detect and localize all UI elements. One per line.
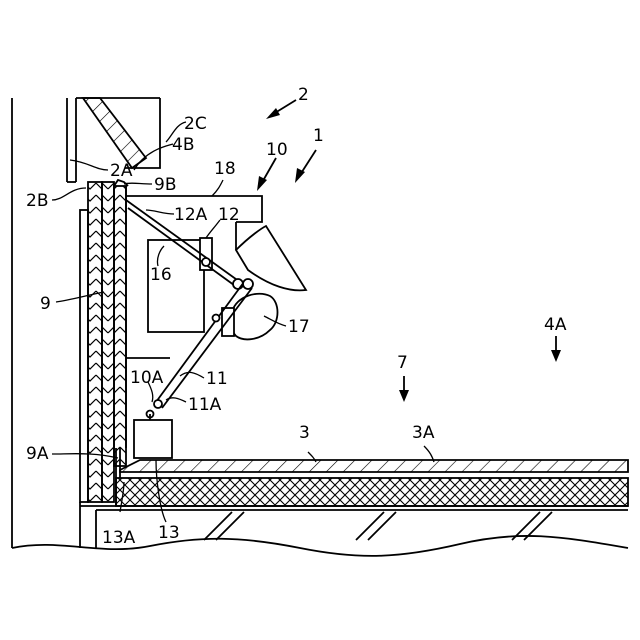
label-13: 13 <box>158 523 180 543</box>
label-4B: 4B <box>172 135 194 155</box>
label-2B: 2B <box>26 191 48 211</box>
label-12: 12 <box>218 205 240 225</box>
label-13A: 13A <box>102 528 136 548</box>
label-3: 3 <box>299 423 310 443</box>
label-9B: 9B <box>154 175 176 195</box>
label-18: 18 <box>214 159 236 179</box>
label-10A: 10A <box>130 368 164 388</box>
label-4A: 4A <box>544 315 567 335</box>
label-10: 10 <box>266 140 288 160</box>
label-1: 1 <box>313 126 324 146</box>
label-2: 2 <box>298 85 309 105</box>
label-2A: 2A <box>110 161 133 181</box>
label-17: 17 <box>288 317 310 337</box>
arrows <box>257 100 561 402</box>
block-13 <box>134 414 172 458</box>
label-11: 11 <box>206 369 228 389</box>
label-7: 7 <box>397 353 408 373</box>
label-2C: 2C <box>184 114 207 134</box>
label-9A: 9A <box>26 444 49 464</box>
label-16: 16 <box>150 265 172 285</box>
box-16 <box>148 238 212 332</box>
label-3A: 3A <box>412 423 435 443</box>
label-11A: 11A <box>188 395 222 415</box>
label-12A: 12A <box>174 205 208 225</box>
label-9: 9 <box>40 294 51 314</box>
